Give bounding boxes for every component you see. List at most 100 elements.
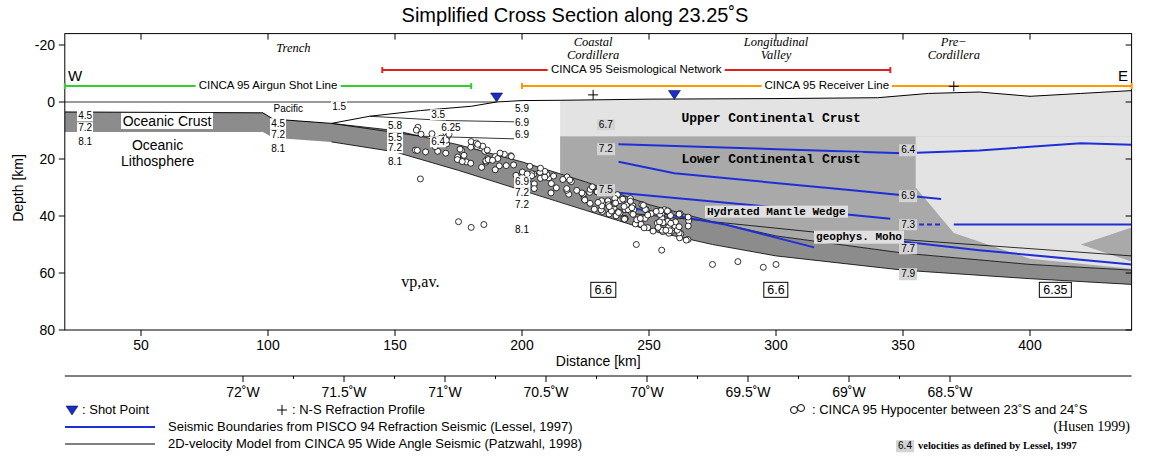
hypocenter (595, 199, 601, 205)
legend-text: : N-S Refraction Profile (292, 402, 425, 417)
longitude-axis (65, 376, 1132, 377)
velocity-value: 7.2 (77, 122, 93, 134)
hypocenter (423, 149, 429, 155)
hypocenter (548, 181, 554, 187)
axis-label: 69˚W (832, 384, 865, 400)
layer-name: Lower Continental Crust (679, 152, 862, 167)
tick (59, 330, 65, 331)
hypocenter (417, 176, 423, 182)
hypocenter (641, 225, 647, 231)
hypocenter (612, 200, 618, 206)
velocity-value: Pacific (273, 103, 304, 115)
hypocenter (653, 208, 659, 214)
tick (596, 376, 597, 379)
velocity-value: 7.2 (514, 199, 530, 211)
tick (522, 34, 523, 40)
hypocenter (587, 200, 593, 206)
bar-end (64, 83, 66, 89)
bar-end (470, 83, 472, 89)
region-name: Trench (276, 42, 310, 55)
legend-hypocenter (791, 407, 798, 414)
tick (950, 376, 951, 382)
velocity-value: 8.1 (270, 143, 286, 155)
velocity-value: 6.6 (595, 283, 612, 297)
tick (748, 376, 749, 382)
axis-label: 69.5˚W (725, 384, 770, 400)
legend-item: : N-S Refraction Profile (292, 403, 425, 418)
direction-label: W (68, 67, 82, 84)
tick (903, 34, 904, 40)
hypocenter (531, 186, 537, 192)
hypocenter (677, 211, 683, 217)
slab-bottom-line (332, 142, 1132, 285)
velocity-value: 7.7 (899, 243, 917, 255)
tick (1126, 45, 1132, 46)
axis-label: 68.5˚W (927, 384, 972, 400)
legend-line (65, 444, 155, 445)
hypocenter (657, 219, 663, 225)
layer-name: geophys. Moho (814, 231, 904, 244)
axis-label: 40 (39, 208, 55, 224)
refraction-profile-symbol (949, 81, 959, 91)
sea-level-line (65, 102, 497, 103)
velocity-value: 3.5 (430, 109, 446, 121)
hypocenter (589, 184, 595, 190)
hypocenter (622, 216, 628, 222)
axis-label: 200 (510, 337, 533, 353)
velocity-value: 4.5 (77, 110, 93, 122)
axis-label: Depth [km] (10, 154, 26, 222)
region-name: Pre− Cordillera (921, 36, 987, 62)
hypocenter (615, 209, 621, 215)
hypocenter (468, 160, 474, 166)
tick (849, 376, 850, 382)
axis-label: 72˚W (226, 384, 259, 400)
hypocenter (503, 163, 509, 169)
hypocenter (468, 224, 474, 230)
shot-point-symbol (66, 406, 78, 415)
velocity-value: 6.4 (430, 136, 446, 148)
seismic-boundary (619, 162, 942, 199)
tick (903, 330, 904, 336)
bar-end (381, 67, 383, 73)
tick (1030, 330, 1031, 336)
tick (798, 376, 799, 379)
tick (293, 376, 294, 379)
mantle-wedge-region (916, 136, 1132, 269)
velocity-value: 7.3 (899, 219, 917, 231)
tick (1126, 216, 1132, 217)
velocity-value: 5.8 (387, 120, 403, 132)
tick (395, 34, 396, 40)
hypocenter (629, 205, 635, 211)
velocity-value: 6.9 (514, 129, 530, 141)
hypocenter (553, 185, 559, 191)
direction-label: E (1118, 67, 1128, 84)
tick (59, 45, 65, 46)
tick (59, 102, 65, 103)
hypocenter (484, 147, 490, 153)
axis-label: 300 (764, 337, 787, 353)
tick (394, 376, 395, 379)
legend-line (65, 426, 155, 428)
axis-label: -20 (35, 37, 55, 53)
hypocenter (475, 141, 481, 147)
hypocenter (511, 162, 517, 168)
hypocenter (683, 237, 689, 243)
hypocenter (621, 216, 627, 222)
axis-label: 400 (1018, 337, 1041, 353)
hypocenters (412, 124, 779, 270)
legend-text: velocities as defined by Lessel, 1997 (918, 440, 1077, 451)
axis-label: 80 (39, 322, 55, 338)
profile-label: CINCA 95 Seismological Network (548, 63, 725, 76)
hypocenter (479, 164, 485, 170)
legend-text: : CINCA 95 Hypocenter between 23˚S and 2… (812, 402, 1087, 417)
legend-item: 2D-velocity Model from CINCA 95 Wide Ang… (168, 437, 582, 452)
axis-label: 250 (637, 337, 660, 353)
shot-point-symbol (491, 93, 503, 102)
hypocenter (606, 204, 612, 210)
hypocenter (773, 261, 779, 267)
tick (522, 330, 523, 336)
velocity-value: 7.2 (270, 129, 286, 141)
plot-frame (65, 34, 1132, 330)
region-name: Longitudinal Valley (735, 36, 817, 62)
